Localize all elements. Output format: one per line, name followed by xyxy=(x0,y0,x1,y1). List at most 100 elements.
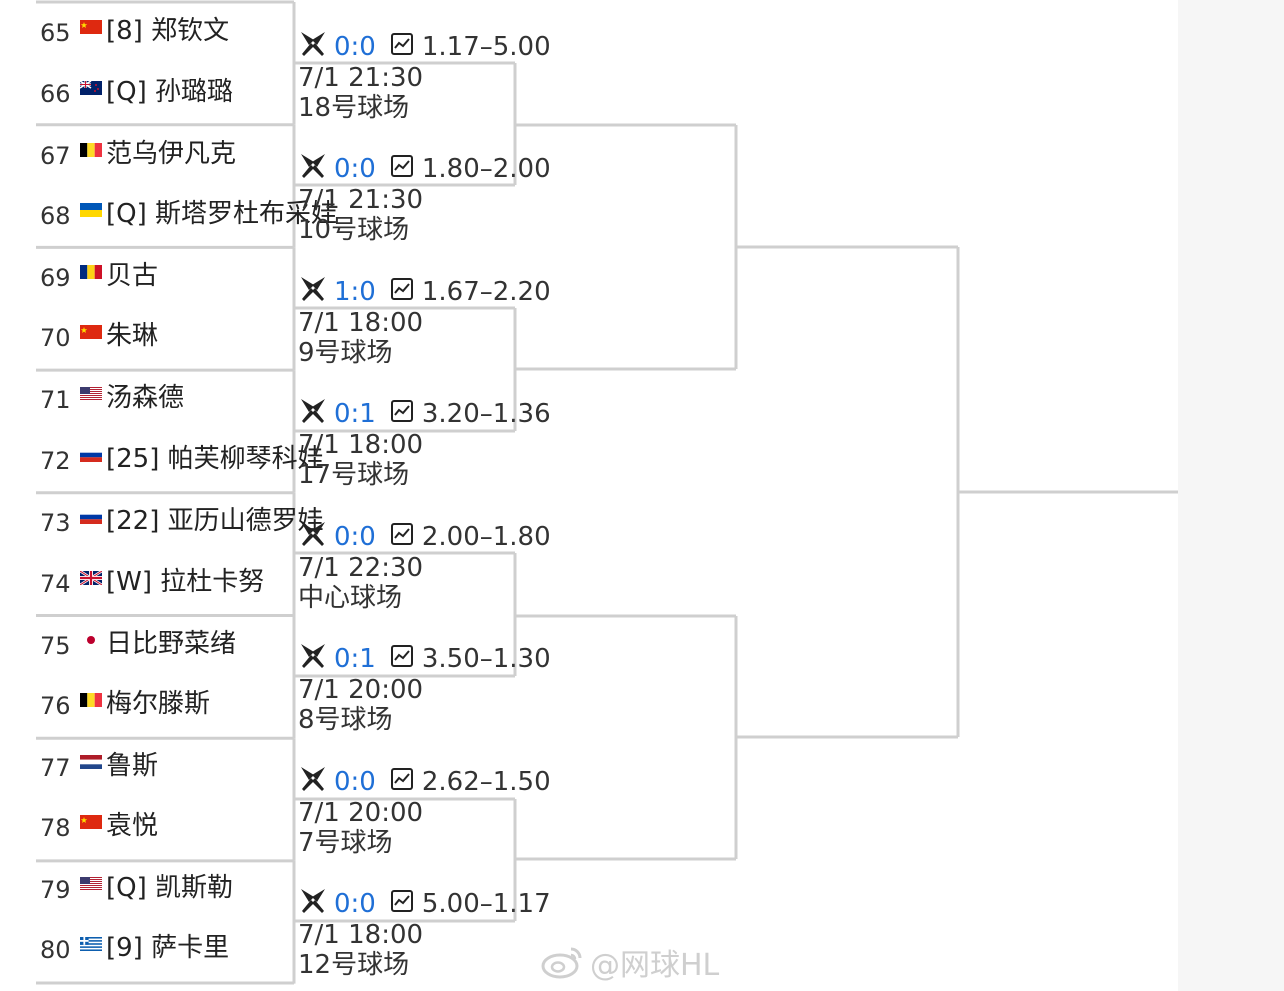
line-chart-icon[interactable] xyxy=(390,399,414,430)
draw-position: 79 xyxy=(40,876,71,904)
match-odds: 3.20–1.36 xyxy=(421,399,551,429)
player-entry: 78 袁悦 xyxy=(36,798,296,858)
match-score[interactable]: 0:1 xyxy=(334,399,376,429)
player-name: 梅尔滕斯 xyxy=(106,689,211,719)
match-court: 18号球场 xyxy=(298,93,410,123)
match-time: 7/1 20:00 xyxy=(298,675,424,705)
match-score[interactable]: 0:0 xyxy=(334,889,376,919)
player-entry: 69 贝古 xyxy=(36,248,296,308)
match-odds: 2.00–1.80 xyxy=(421,522,551,552)
player-name: [8] 郑钦文 xyxy=(106,16,230,46)
player-name: 袁悦 xyxy=(106,811,159,841)
match-court: 17号球场 xyxy=(298,460,410,490)
player-name: [22] 亚历山德罗娃 xyxy=(106,506,324,536)
match-score[interactable]: 0:1 xyxy=(334,644,376,674)
match-time: 7/1 20:00 xyxy=(298,798,424,828)
draw-position: 78 xyxy=(40,814,71,842)
match-odds: 2.62–1.50 xyxy=(421,767,551,797)
line-chart-icon[interactable] xyxy=(390,522,414,553)
draw-position: 73 xyxy=(40,509,71,537)
draw-position: 77 xyxy=(40,754,71,782)
match-court: 8号球场 xyxy=(298,705,393,735)
draw-position: 72 xyxy=(40,447,71,475)
player-name: [W] 拉杜卡努 xyxy=(106,567,265,597)
match-court: 7号球场 xyxy=(298,828,393,858)
match-time: 7/1 21:30 xyxy=(298,63,424,93)
player-entry: 66[Q] 孙璐璐 xyxy=(36,64,296,124)
weibo-icon xyxy=(541,947,582,979)
player-name: 鲁斯 xyxy=(106,751,159,781)
crossed-rackets-icon xyxy=(298,274,328,311)
match-time: 7/1 18:00 xyxy=(298,430,424,460)
match-score[interactable]: 0:0 xyxy=(334,767,376,797)
player-entry: 77 鲁斯 xyxy=(36,738,296,798)
match-score[interactable]: 0:0 xyxy=(334,154,376,184)
draw-position: 80 xyxy=(40,936,71,964)
draw-position: 74 xyxy=(40,570,71,598)
match-odds: 3.50–1.30 xyxy=(421,644,551,674)
player-name: [Q] 凯斯勒 xyxy=(106,873,234,903)
draw-position: 76 xyxy=(40,692,71,720)
match-score[interactable]: 1:0 xyxy=(334,277,376,307)
match-time: 7/1 21:30 xyxy=(298,185,424,215)
line-chart-icon[interactable] xyxy=(390,32,414,63)
crossed-rackets-icon xyxy=(298,641,328,678)
player-name: 日比野菜绪 xyxy=(106,629,237,659)
line-chart-icon[interactable] xyxy=(390,154,414,185)
player-name: 贝古 xyxy=(106,261,159,291)
draw-position: 75 xyxy=(40,632,71,660)
line-chart-icon[interactable] xyxy=(390,277,414,308)
player-name: 范乌伊凡克 xyxy=(106,139,237,169)
draw-position: 65 xyxy=(40,19,71,47)
watermark: @网球HL xyxy=(540,940,719,984)
draw-position: 71 xyxy=(40,386,71,414)
draw-position: 67 xyxy=(40,142,71,170)
draw-position: 68 xyxy=(40,202,71,230)
match-time: 7/1 22:30 xyxy=(298,553,424,583)
player-entry: 76 梅尔滕斯 xyxy=(36,676,296,736)
crossed-rackets-icon xyxy=(298,29,328,66)
player-entry: 75 日比野菜绪 xyxy=(36,616,296,676)
crossed-rackets-icon xyxy=(298,764,328,801)
line-chart-icon[interactable] xyxy=(390,767,414,798)
watermark-text: @网球HL xyxy=(590,948,720,983)
crossed-rackets-icon xyxy=(298,396,328,433)
player-entry: 71 汤森德 xyxy=(36,370,296,430)
line-chart-icon[interactable] xyxy=(390,889,414,920)
match-odds: 1.80–2.00 xyxy=(421,154,551,184)
draw-position: 70 xyxy=(40,324,71,352)
match-score[interactable]: 0:0 xyxy=(334,522,376,552)
player-entry: 68[Q] 斯塔罗杜布采娃 xyxy=(36,186,337,246)
crossed-rackets-icon xyxy=(298,886,328,923)
player-entry: 74 [W] 拉杜卡努 xyxy=(36,554,296,614)
player-entry: 70 朱琳 xyxy=(36,308,296,368)
match-time: 7/1 18:00 xyxy=(298,308,424,338)
match-score[interactable]: 0:0 xyxy=(334,32,376,62)
match-time: 7/1 18:00 xyxy=(298,920,424,950)
draw-position: 66 xyxy=(40,80,71,108)
player-entry: 67 范乌伊凡克 xyxy=(36,126,296,186)
player-entry: 73 [22] 亚历山德罗娃 xyxy=(36,493,324,553)
player-entry: 80[9] 萨卡里 xyxy=(36,920,296,980)
player-name: 朱琳 xyxy=(106,321,159,351)
match-court: 9号球场 xyxy=(298,338,393,368)
player-name: 汤森德 xyxy=(106,383,185,413)
right-margin xyxy=(1178,0,1284,991)
crossed-rackets-icon xyxy=(298,519,328,556)
match-odds: 1.17–5.00 xyxy=(421,32,551,62)
match-court: 中心球场 xyxy=(298,583,403,613)
match-odds: 5.00–1.17 xyxy=(421,889,551,919)
crossed-rackets-icon xyxy=(298,151,328,188)
line-chart-icon[interactable] xyxy=(390,644,414,675)
player-name: [25] 帕芙柳琴科娃 xyxy=(106,444,324,474)
player-entry: 79 [Q] 凯斯勒 xyxy=(36,860,296,920)
